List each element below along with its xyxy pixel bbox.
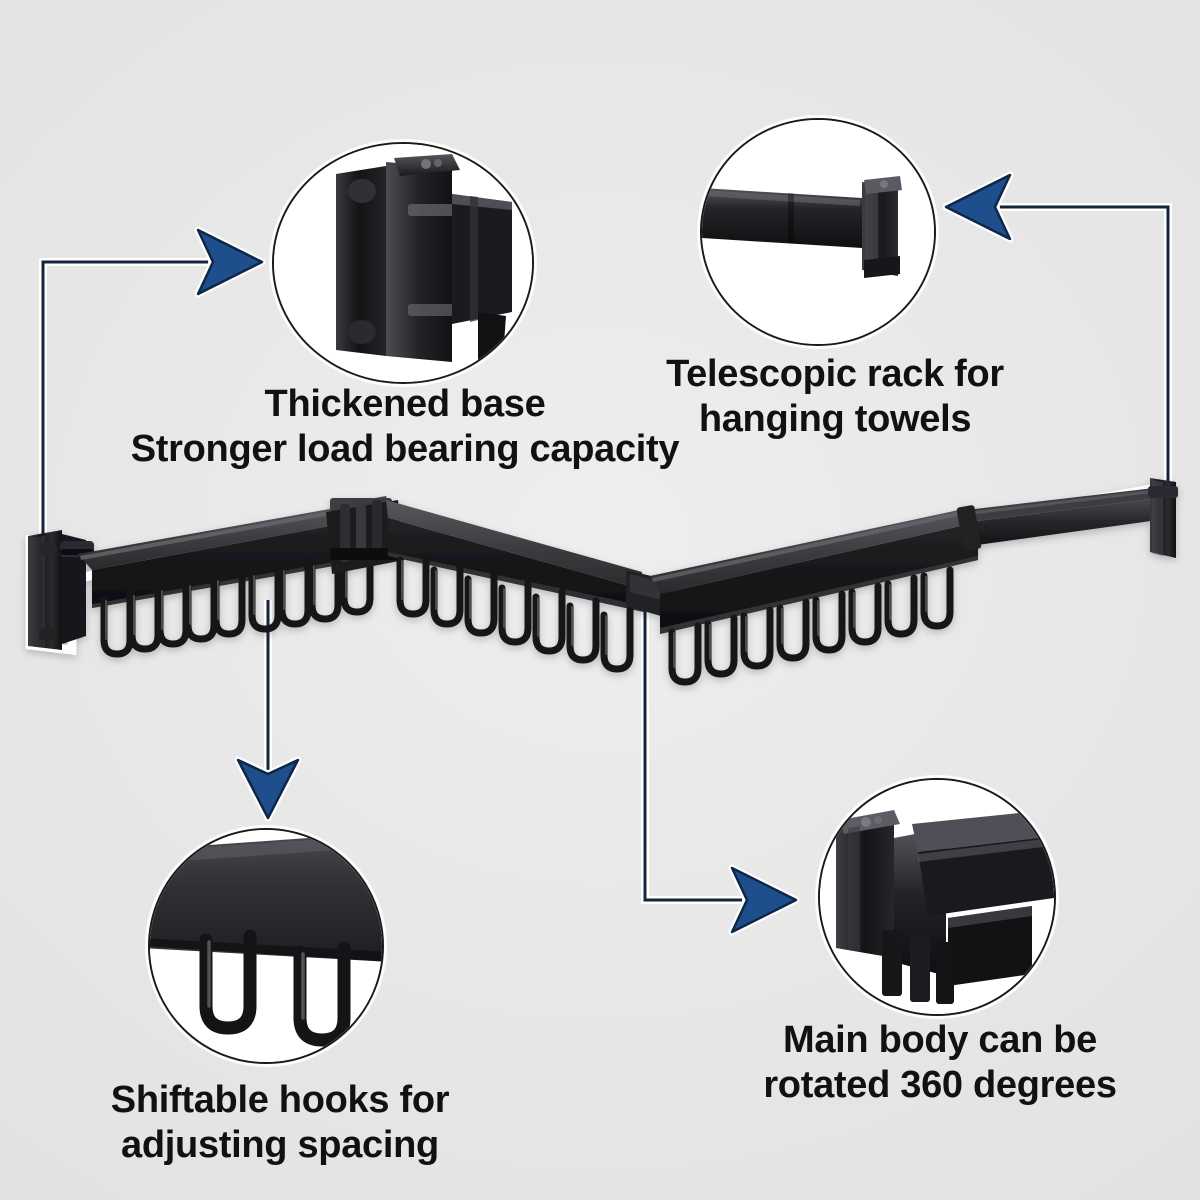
callout-thickened-base bbox=[272, 142, 534, 384]
caption-rotating-body: Main body can be rotated 360 degrees bbox=[763, 1019, 1117, 1106]
connector-thickened-base bbox=[41, 260, 208, 553]
connector-rotation bbox=[643, 595, 742, 902]
caption-shiftable-hooks: Shiftable hooks for adjusting spacing bbox=[110, 1079, 450, 1166]
telescopic-extension bbox=[956, 488, 1158, 551]
callout-shiftable-hooks bbox=[148, 828, 384, 1064]
hooks-left bbox=[100, 548, 374, 658]
center-hinge-joint bbox=[326, 496, 404, 574]
arrow-heads bbox=[194, 171, 1014, 936]
rack-arm-left bbox=[78, 505, 368, 608]
rack-arm-center bbox=[386, 500, 644, 612]
caption-telescopic-rack: Telescopic rack for hanging towels bbox=[666, 353, 1004, 440]
hooks-center bbox=[396, 552, 634, 673]
connector-telescopic bbox=[1000, 205, 1170, 505]
arrow-hooks bbox=[234, 756, 302, 822]
hooks-right bbox=[668, 566, 954, 686]
caption-thickened-base: Thickened base Stronger load bearing cap… bbox=[130, 383, 680, 470]
drying-rack bbox=[25, 478, 1178, 686]
callout-telescopic-rack bbox=[700, 118, 936, 346]
telescopic-bar-closeup-icon bbox=[702, 120, 934, 344]
arrow-rotation bbox=[728, 864, 800, 936]
rotating-joint-closeup-icon bbox=[820, 780, 1054, 1014]
hinge-bracket-closeup-icon bbox=[274, 144, 532, 382]
arrow-thickened-base bbox=[194, 226, 266, 298]
u-hooks-closeup-icon bbox=[150, 830, 382, 1062]
wall-bracket-left bbox=[28, 530, 94, 650]
arrow-telescopic bbox=[942, 171, 1014, 243]
wall-bracket-right bbox=[1148, 478, 1178, 558]
callout-rotating-body bbox=[818, 778, 1056, 1016]
rack-arm-right bbox=[650, 508, 978, 634]
